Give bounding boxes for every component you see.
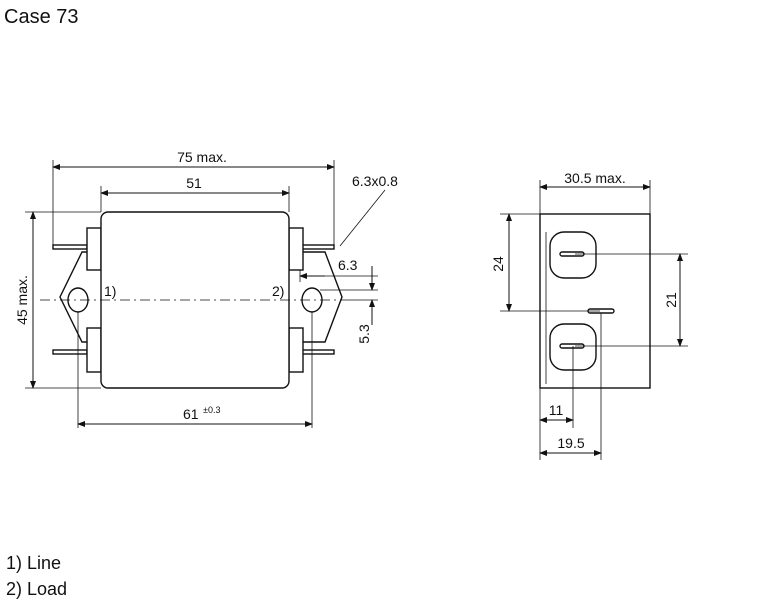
tab-left-top	[52, 244, 88, 250]
terminal-block-rb	[288, 327, 304, 373]
dim-body: 51	[186, 175, 202, 191]
leader-tab	[339, 189, 386, 247]
terminal-block-rt	[288, 227, 304, 271]
dim-24: 24	[490, 256, 506, 272]
front-view: 75 max. 51 6.3x0.8 45 max. 6.3 5.3 61 ±0…	[14, 149, 398, 428]
legend-line: 1) Line	[6, 553, 62, 573]
marker-line: 1)	[104, 283, 116, 299]
tab-left-bottom	[52, 349, 88, 355]
tab-right-bottom	[299, 349, 335, 355]
dim-overall: 75 max.	[177, 149, 227, 165]
tab-right-top	[299, 244, 335, 250]
terminal-block-lb	[86, 327, 102, 373]
dim-height: 45 max.	[14, 275, 30, 325]
drawing-title: Case 73	[4, 6, 79, 28]
legend-load: 2) Load	[6, 579, 68, 599]
marker-load: 2)	[272, 283, 284, 299]
dim-tab-width: 6.3	[338, 257, 358, 273]
dim-11: 11	[549, 402, 564, 418]
dim-mount-tolerance: ±0.3	[203, 405, 220, 415]
terminal-block-lt	[86, 227, 102, 271]
dim-19-5: 19.5	[557, 435, 584, 451]
dim-mount: 61	[183, 406, 199, 422]
dim-offset: 5.3	[356, 324, 372, 344]
side-view: 30.5 max. 24 21 11 19.5	[490, 170, 688, 460]
dim-tab: 6.3x0.8	[352, 173, 398, 189]
dim-depth: 30.5 max.	[564, 170, 625, 186]
dim-21: 21	[663, 292, 679, 308]
